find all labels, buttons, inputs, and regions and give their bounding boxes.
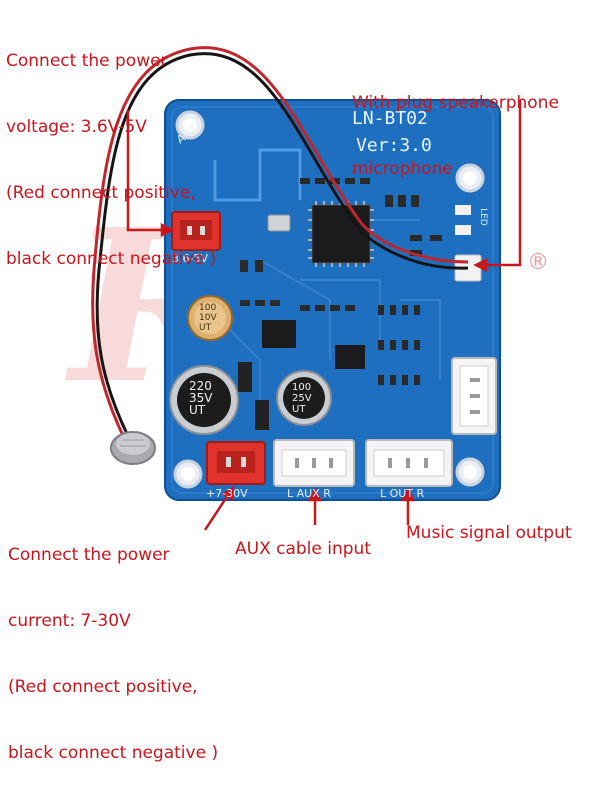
regulator-chip xyxy=(262,320,296,348)
annotation-arrows xyxy=(126,100,522,531)
product-photo: R xyxy=(6,46,572,763)
small-power-label: 3.6-5V xyxy=(172,252,208,265)
annotation-microphone: With plug speakerphone microphone xyxy=(352,93,559,179)
capacitor-small xyxy=(187,295,233,341)
smd-components xyxy=(240,178,442,385)
annotation-power-current: Connect the power current: 7-30V (Red co… xyxy=(8,545,219,763)
large-power-label: +7-30V xyxy=(206,487,248,500)
bluetooth-chip xyxy=(311,204,371,264)
board-illustration: R xyxy=(65,46,522,531)
aux-silk-label: L AUX R xyxy=(287,487,331,500)
annotation-music-output: Music signal output xyxy=(406,523,572,543)
board-version: Ver:3.0 xyxy=(356,135,432,156)
crystal xyxy=(267,214,291,232)
annotation-aux-input: AUX cable input xyxy=(235,539,371,559)
board-model: LN-BT02 xyxy=(352,108,428,129)
registered-mark: ® xyxy=(527,250,549,275)
capacitor-large xyxy=(169,365,239,435)
capacitor-medium xyxy=(276,370,332,426)
microphone-capsule xyxy=(110,431,156,465)
mic-wire-red xyxy=(91,46,469,441)
out-silk-label: L OUT R xyxy=(380,487,425,500)
led-pad xyxy=(455,205,471,215)
mounting-holes xyxy=(173,110,485,489)
antenna-trace xyxy=(213,148,302,202)
annotation-power-voltage: Connect the power voltage: 3.6V-5V (Red … xyxy=(6,51,217,269)
mic-wire-black xyxy=(95,52,469,441)
amp-chip xyxy=(335,345,365,369)
